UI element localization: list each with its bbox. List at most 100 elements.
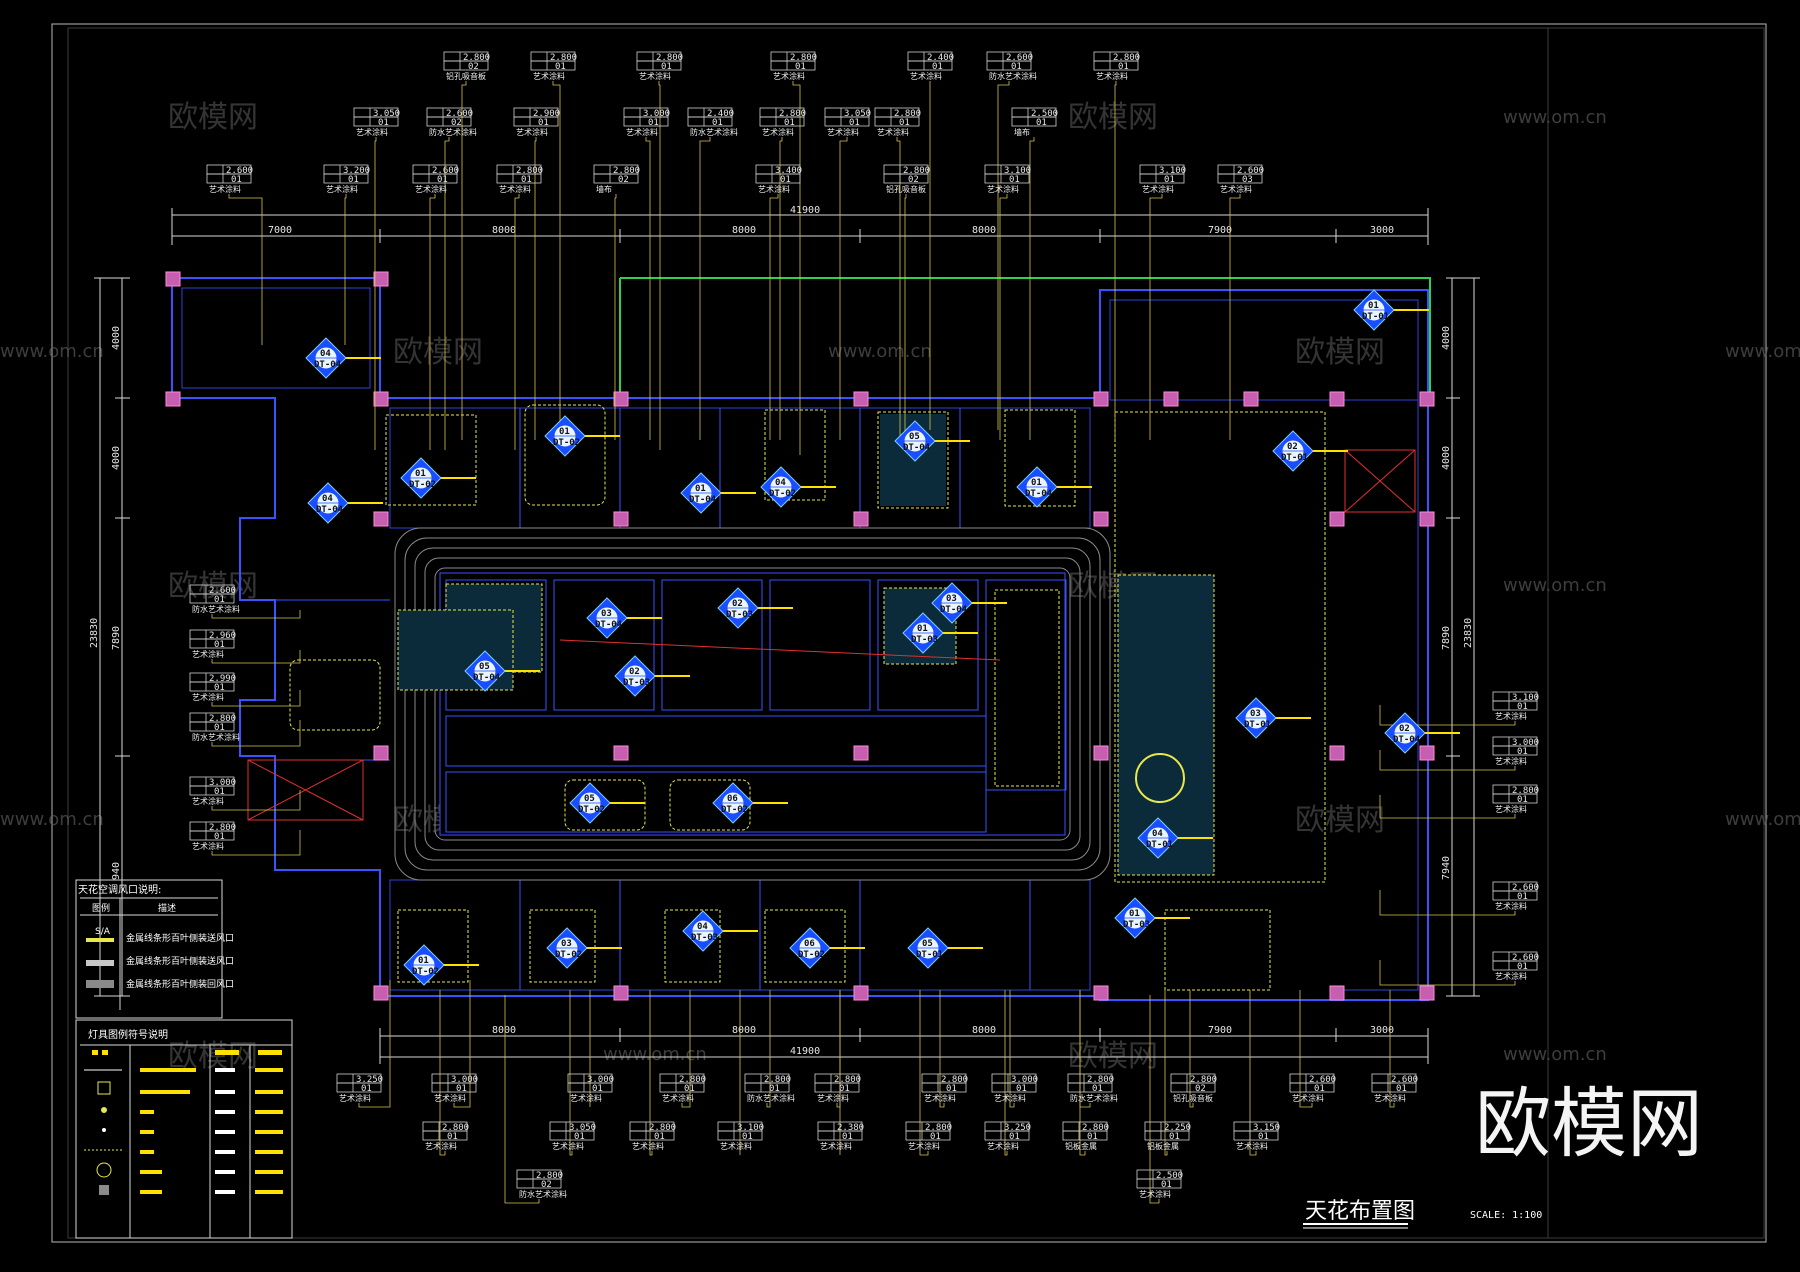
material-name: 防水艺术涂料	[989, 71, 1037, 81]
leader-line	[1004, 990, 1008, 1156]
material-name: 防水艺术涂料	[429, 127, 477, 137]
watermark-logo: 欧模网	[1295, 335, 1385, 370]
ceiling-height-value: 2.800	[209, 823, 236, 833]
watermark-logo: 欧模网	[1068, 100, 1158, 135]
dimension-left-3: 7890	[111, 626, 122, 650]
material-name: 防水艺术涂料	[747, 1093, 795, 1103]
leader-line	[211, 830, 301, 856]
material-code: 01	[1092, 1084, 1103, 1094]
material-code: 01	[899, 118, 910, 128]
dimension-bottom-5: 3000	[1370, 1025, 1394, 1036]
ceiling-height-value: 2.800	[1190, 1075, 1217, 1085]
material-name: 艺术涂料	[877, 127, 909, 137]
material-name: 铝孔吸音板	[1173, 1093, 1213, 1103]
leader-line	[228, 194, 263, 345]
material-name: 艺术涂料	[910, 71, 942, 81]
dimension-right-2: 4000	[1441, 446, 1452, 470]
ceiling-height-value: 3.250	[356, 1075, 383, 1085]
leader-line	[211, 650, 301, 664]
ceiling-height-value: 2.800	[649, 1123, 676, 1133]
leader-line	[614, 194, 617, 440]
material-name: 艺术涂料	[516, 127, 548, 137]
ceiling-height-value: 3.000	[587, 1075, 614, 1085]
ceiling-height-value: 2.800	[941, 1075, 968, 1085]
leader-line	[939, 990, 945, 1108]
leader-line	[839, 137, 848, 440]
material-code: 01	[437, 175, 448, 185]
ceiling-height-value: 2.600	[1391, 1075, 1418, 1085]
marker-code: DT-04	[316, 505, 344, 515]
leader-lines	[211, 81, 1516, 1204]
marker-code: DT-02	[553, 438, 580, 448]
bottom-dimension-chain	[379, 1028, 1429, 1064]
marker-code: DT-03	[911, 635, 938, 645]
leader-line	[1249, 990, 1257, 1156]
watermark-url: www.om.cn	[1503, 107, 1607, 128]
marker-code: DT-02	[555, 950, 582, 960]
ceiling-height-value: 2.800	[656, 53, 683, 63]
material-name: 艺术涂料	[1374, 1093, 1406, 1103]
ceiling-height-value: 2.800	[903, 166, 930, 176]
vent-legend-title: 天花空调风口说明:	[78, 883, 161, 896]
marker-code: DT-01	[1244, 720, 1271, 730]
leader-line	[1149, 194, 1163, 440]
ceiling-height-value: 2.600	[432, 166, 459, 176]
leader-line	[904, 194, 907, 440]
dimension-bottom-1: 8000	[492, 1025, 516, 1036]
material-name: 墙布	[596, 184, 612, 194]
material-name: 艺术涂料	[1139, 1189, 1171, 1199]
marker-number: 02	[1399, 724, 1410, 734]
marker-number: 03	[946, 594, 957, 604]
round-light-ring	[1135, 753, 1185, 803]
watermark-logo: 欧模网	[168, 100, 258, 135]
light-markers: 04DT-0401DT-0201DT-0201DT-0404DT-0205DT-…	[305, 289, 1460, 986]
leader-line	[792, 81, 801, 455]
ceiling-height-value: 2.600	[446, 109, 473, 119]
leader-line	[211, 610, 301, 619]
core-rooms	[445, 579, 1067, 833]
leader-line	[649, 990, 653, 1156]
leader-line	[344, 194, 347, 345]
ceiling-height-value: 2.800	[679, 1075, 706, 1085]
material-name: 艺术涂料	[1292, 1093, 1324, 1103]
ceiling-height-value: 3.000	[643, 109, 670, 119]
material-code: 01	[684, 1084, 695, 1094]
ceiling-height-value: 3.150	[1253, 1123, 1280, 1133]
dotted-ceiling-panel	[1117, 574, 1215, 876]
marker-code: DT-02	[412, 967, 439, 977]
material-code: 01	[214, 832, 225, 842]
material-name: 艺术涂料	[552, 1141, 584, 1151]
material-code: 01	[361, 1084, 372, 1094]
drawing-title: 天花布置图	[1305, 1199, 1415, 1224]
marker-number: 06	[727, 794, 738, 804]
marker-number: 04	[320, 349, 331, 359]
material-name: 艺术涂料	[434, 1093, 466, 1103]
material-name: 艺术涂料	[820, 1141, 852, 1151]
light-legend: 灯具图例符号说明	[75, 1019, 293, 1239]
marker-code: DT-04	[1393, 735, 1421, 745]
marker-number: 05	[584, 794, 595, 804]
vent-legend-row: 金属线条形百叶侧装送风口	[126, 932, 234, 944]
material-name: 铝孔吸音板	[886, 184, 926, 194]
leader-line	[429, 194, 436, 450]
material-name: 防水艺术涂料	[690, 127, 738, 137]
material-code: 01	[1517, 795, 1528, 805]
